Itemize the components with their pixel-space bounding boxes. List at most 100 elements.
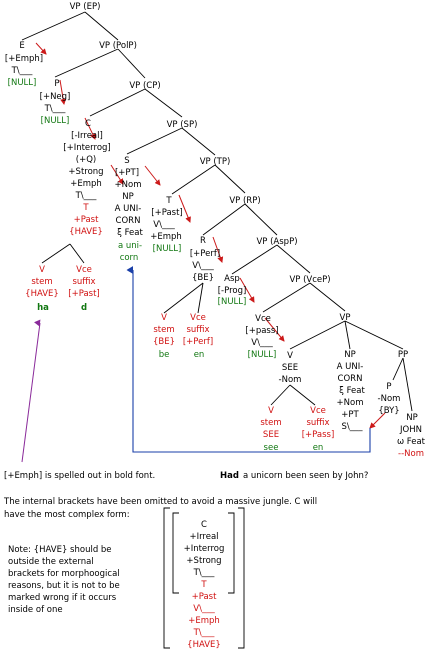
node-vp-rp: VP (RP) (229, 196, 260, 206)
have-note-line1: Note: {HAVE} should be (8, 545, 112, 555)
head-vce: Vce [+pass] V\___ [NULL] (245, 314, 278, 360)
tree-label: [+Interrog] (63, 143, 110, 153)
node-vp-aspp: VP (AspP) (256, 237, 297, 247)
tree-label: JOHN (399, 425, 422, 435)
tree-label: -Nom (279, 375, 302, 385)
tree-label: en (313, 443, 324, 453)
tree-label: V (268, 406, 274, 416)
tree-label: T\___ (44, 104, 67, 114)
tree-label: T\___ (193, 628, 216, 638)
tree-label: ha (37, 303, 49, 313)
tree-label: Vce (190, 313, 206, 323)
tree-label: T\___ (193, 568, 216, 578)
tree-label: {HAVE} (25, 289, 59, 299)
tree-label: V (287, 351, 293, 361)
tree-label: [+Perf] (190, 249, 220, 259)
brackets-note-line2: have the most complex form: (4, 510, 130, 520)
tree-label: [NULL] (8, 78, 37, 88)
head-p: P [+Neg] T\___ [NULL] (40, 79, 71, 126)
tree-label: suffix (186, 325, 209, 335)
tree-label: R (200, 236, 206, 246)
tree-label: +Strong (186, 556, 221, 566)
have-note-line2: outside the external (8, 557, 94, 567)
tree-label: stem (260, 418, 281, 428)
have-note-line4: reasons, but it is not to be (8, 581, 120, 591)
have-morphology: V stem {HAVE} Vce suffix [+Past] ha d (25, 265, 100, 313)
tree-label: Asp (224, 274, 240, 284)
tree-label: T (200, 580, 207, 590)
tree-label: S\___ (341, 422, 363, 432)
head-e: E [+Emph] T\___ [NULL] (5, 41, 43, 88)
tree-label: -Nom (378, 394, 401, 404)
tree-label: stem (31, 277, 52, 287)
tree-label: C (85, 119, 91, 129)
node-vp-ep: VP (EP) (70, 2, 101, 12)
node-vp-low: VP (340, 313, 351, 323)
tree-label: suffix (72, 277, 95, 287)
complex-c-form: C +Irreal +Interrog +Strong T\___ T +Pas… (184, 520, 225, 650)
movement-arrows (35, 42, 386, 429)
tree-label: stem (153, 325, 174, 335)
head-s: S [+PT] +Nom NP A UNI- CORN ξ Feat a uni… (115, 156, 144, 263)
tree-label: +Strong (68, 167, 103, 177)
tree-label: T\___ (11, 66, 34, 76)
tree-label: +Nom (115, 180, 142, 190)
tree-label: (+Q) (76, 155, 96, 165)
tree-label: T (82, 203, 89, 213)
tree-label: [+Perf] (183, 337, 213, 347)
tree-label: NP (406, 413, 417, 423)
tree-label: P (54, 79, 59, 89)
tree-label: [+PT] (115, 168, 139, 178)
tree-label: see (264, 443, 279, 453)
tree-label: Vce (255, 314, 271, 324)
tree-label: P (386, 382, 391, 392)
tree-label: +Emph (70, 179, 102, 189)
tree-label: [-Irreal] (71, 131, 103, 141)
tree-label: NP (344, 350, 355, 360)
tree-label: Vce (310, 406, 326, 416)
brackets-note-line1: The internal brackets have been omitted … (3, 497, 317, 507)
tree-label: {BE} (153, 337, 175, 347)
tree-label: V\___ (153, 220, 175, 230)
phrase-nodes: VP (EP) VP (PolP) VP (CP) VP (SP) VP (TP… (70, 2, 409, 360)
tree-label: V\___ (192, 261, 214, 271)
tree-label: S (124, 156, 129, 166)
tree-label: --Nom (398, 449, 424, 459)
tree-label: [-Prog] (218, 286, 247, 296)
tree-label: be (159, 350, 170, 360)
head-v: V SEE -Nom (279, 351, 302, 385)
tree-label: C (201, 520, 207, 530)
tree-label: CORN (116, 216, 141, 226)
tree-label: {BY} (378, 406, 399, 416)
tree-label: T (165, 196, 172, 206)
tree-label: [NULL] (248, 350, 277, 360)
tree-label: ω Feat (397, 437, 426, 447)
notes: [+Emph] is spelled out in bold font. Had… (3, 471, 368, 615)
have-note-line6: inside of one (8, 605, 63, 615)
tree-label: [NULL] (218, 297, 247, 307)
head-r: R [+Perf] V\___ {BE} (190, 236, 220, 283)
tree-label: +Past (192, 592, 218, 602)
tree-label: +Interrog (184, 544, 225, 554)
pp-contents: P -Nom {BY} NP JOHN ω Feat --Nom (378, 382, 426, 459)
object-np: NP A UNI- CORN ξ Feat +Nom +PT S\___ (337, 350, 366, 432)
tree-label: CORN (338, 374, 363, 384)
tree-label: en (194, 350, 205, 360)
tree-label: E (19, 41, 24, 51)
node-vp-cp: VP (CP) (129, 81, 160, 91)
tree-label: +Nom (337, 398, 364, 408)
node-vp-sp: VP (SP) (167, 120, 198, 130)
head-t: T [+Past] V\___ +Emph [NULL] (150, 196, 183, 254)
tree-label: {BE} (192, 273, 214, 283)
have-note-line5: marked wrong if it occurs (8, 593, 117, 603)
have-note-line3: brackets for morphoogical (8, 569, 120, 579)
complex-c-brackets (163, 507, 245, 649)
head-c: C [-Irreal] [+Interrog] (+Q) +Strong +Em… (63, 119, 110, 237)
tree-label: V (161, 313, 167, 323)
tree-label: d (81, 303, 87, 313)
tree-label: [+Emph] (5, 54, 43, 64)
bold-note-pointer (21, 319, 41, 463)
tree-label: T\___ (75, 191, 98, 201)
tree-label: +Past (74, 215, 100, 225)
